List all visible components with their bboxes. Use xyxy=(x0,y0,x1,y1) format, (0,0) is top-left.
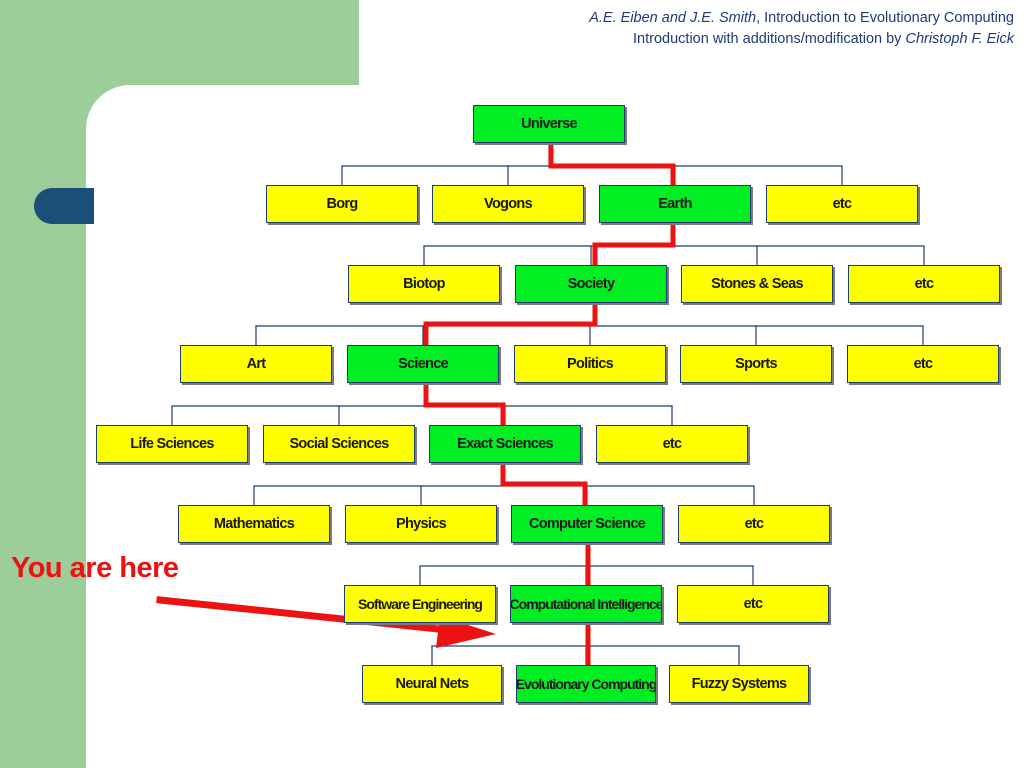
node-etc-level7: etc xyxy=(677,585,829,623)
node-vogons: Vogons xyxy=(432,185,584,223)
you-are-here-label: You are here xyxy=(11,552,179,584)
node-stones-seas: Stones & Seas xyxy=(681,265,833,303)
header-line-2: Introduction with additions/modification… xyxy=(589,29,1014,50)
node-biotop: Biotop xyxy=(348,265,500,303)
arrow-shaft xyxy=(156,596,452,634)
highlight-path-line xyxy=(423,144,676,505)
node-etc-level6: etc xyxy=(678,505,830,543)
node-society: Society xyxy=(515,265,667,303)
header-authors: A.E. Eiben and J.E. Smith xyxy=(589,10,757,26)
node-fuzzy-systems: Fuzzy Systems xyxy=(669,665,809,703)
node-borg: Borg xyxy=(266,185,418,223)
highlight-path xyxy=(423,144,676,668)
node-life-sciences: Life Sciences xyxy=(96,425,248,463)
node-art: Art xyxy=(180,345,332,383)
node-evolutionary-computing: Evolutionary Computing xyxy=(516,665,656,703)
node-etc-level5: etc xyxy=(596,425,748,463)
node-software-engineering: Software Engineering xyxy=(344,585,496,623)
node-mathematics: Mathematics xyxy=(178,505,330,543)
header-book-title: , Introduction to Evolutionary Computing xyxy=(756,10,1014,26)
node-etc-level4: etc xyxy=(847,345,999,383)
node-exact-sciences: Exact Sciences xyxy=(429,425,581,463)
node-etc-level3: etc xyxy=(848,265,1000,303)
node-computer-science: Computer Science xyxy=(511,505,663,543)
node-neural-nets: Neural Nets xyxy=(362,665,502,703)
node-universe: Universe xyxy=(473,105,625,143)
header-line2-text: Introduction with additions/modification… xyxy=(633,31,906,47)
slide-header: A.E. Eiben and J.E. Smith, Introduction … xyxy=(589,8,1014,50)
node-etc-level2: etc xyxy=(766,185,918,223)
node-physics: Physics xyxy=(345,505,497,543)
arrow-head xyxy=(436,616,496,648)
node-sports: Sports xyxy=(680,345,832,383)
header-line-1: A.E. Eiben and J.E. Smith, Introduction … xyxy=(589,8,1014,29)
node-social-sciences: Social Sciences xyxy=(263,425,415,463)
you-are-here-arrow xyxy=(156,596,496,648)
node-politics: Politics xyxy=(514,345,666,383)
header-line2-author: Christoph F. Eick xyxy=(905,31,1014,47)
node-earth: Earth xyxy=(599,185,751,223)
node-science: Science xyxy=(347,345,499,383)
slide-tab-decoration xyxy=(34,188,94,224)
node-computational-intelligence: Computational Intelligence xyxy=(510,585,662,623)
